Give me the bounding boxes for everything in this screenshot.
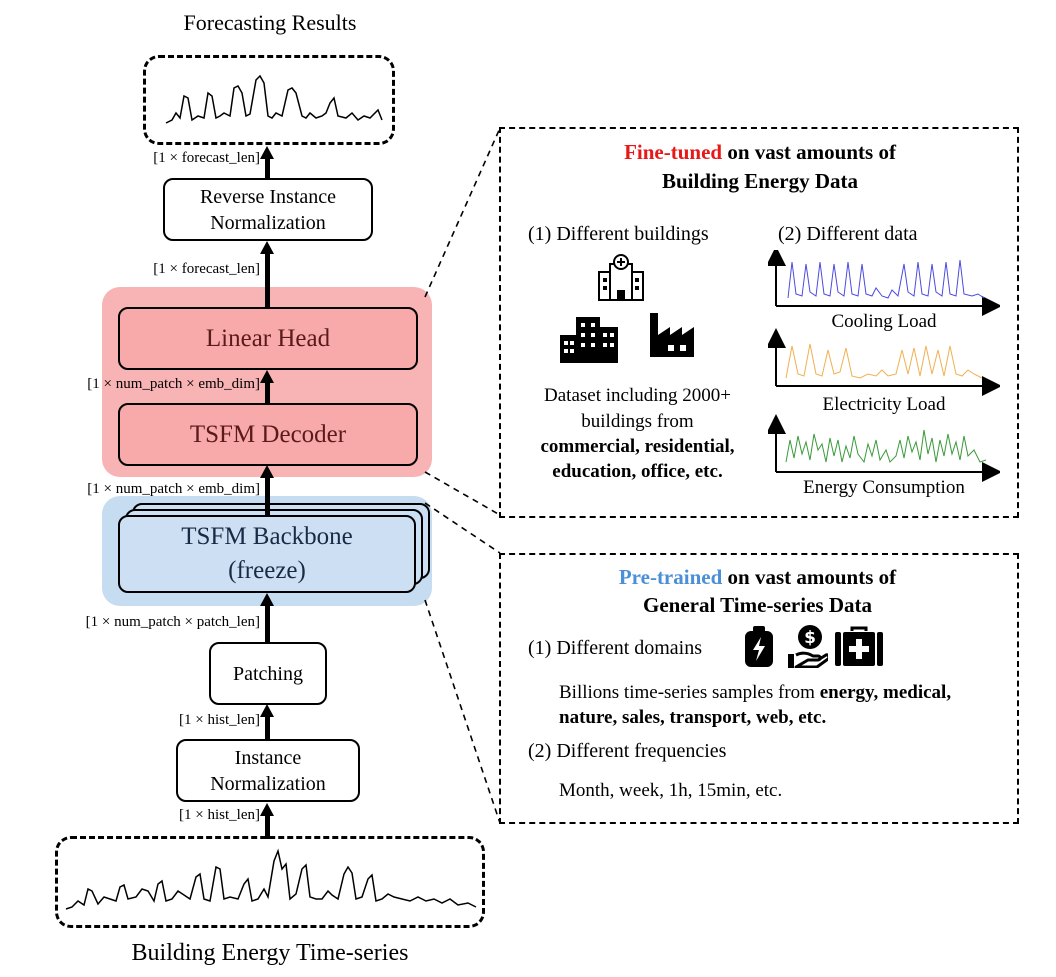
dim-forecast-mid: [1 × forecast_len] [153,261,260,277]
frequencies-heading: (2) Different frequencies [528,740,727,762]
forecast-series-box [143,55,395,145]
finetune-panel [499,127,1019,518]
dim-hist-upper: [1 × hist_len] [179,712,260,728]
dataset-line-4: education, office, etc. [552,461,723,482]
battery-icon [745,626,773,667]
dim-patch: [1 × num_patch × patch_len] [85,614,260,630]
arrow-to-patching [260,704,274,739]
decoder-box: TSFM Decoder [118,403,418,466]
dim-emb-upper: [1 × num_patch × emb_dim] [87,376,260,392]
pretrain-panel [499,553,1019,824]
hospital-icon [598,254,644,301]
dim-forecast-top: [1 × forecast_len] [153,150,260,166]
backbone-label: TSFM Backbone [181,523,353,550]
buildings-heading: (1) Different buildings [528,223,709,245]
backbone-freeze-label: (freeze) [228,557,306,584]
dim-hist-lower: [1 × hist_len] [179,807,260,823]
dataset-line-1: Dataset including 2000+ [544,385,731,406]
samples-bold-2: nature, sales, transport, web, etc. [559,707,827,728]
pretrain-title-highlight: Pre-trained [618,565,723,589]
input-series-line [65,848,477,910]
domains-heading: (1) Different domains [528,637,703,659]
energy-consumption-line [785,429,987,464]
reverse-norm-box: Reverse Instance Normalization [163,178,373,241]
samples-bold-1: energy, medical, [819,682,952,703]
forecast-series-line [165,74,383,124]
medical-kit-icon [835,626,883,666]
energy-consumption-label: Energy Consumption [803,477,965,498]
instance-norm-label-2: Normalization [210,772,326,795]
pretrain-title-line2: General Time-series Data [642,593,872,617]
cooling-load-label: Cooling Load [831,311,937,332]
data-heading: (2) Different data [778,223,918,245]
patching-box: Patching [209,642,327,705]
finetune-title-highlight: Fine-tuned [624,140,723,164]
mini-charts [768,250,1000,482]
samples-plain: Billions time-series samples from [559,682,820,703]
electricity-load-label: Electricity Load [822,394,946,415]
pretrain-title: Pre-trained on vast amounts of [500,565,1015,590]
pretrain-title-rest: on vast amounts of [722,565,897,589]
linear-head-box: Linear Head [118,307,418,370]
city-buildings-icon [560,317,618,363]
arrow-to-forecast [260,146,274,178]
building-energy-title: Building Energy Time-series [131,940,409,966]
money-hand-icon: $ [788,625,828,668]
electricity-load-line [785,343,983,379]
dim-emb-lower: [1 × num_patch × emb_dim] [87,481,260,497]
dataset-line-2: buildings from [581,411,694,432]
finetune-title-line2: Building Energy Data [661,169,859,193]
cooling-load-line [787,259,985,299]
instance-norm-box: Instance Normalization [176,739,360,802]
arrow-to-decoder [260,465,274,515]
arrow-to-reverse-norm [260,241,274,308]
backbone-box: TSFM Backbone (freeze) [118,515,416,593]
reverse-norm-label-1: Reverse Instance [199,185,337,208]
reverse-norm-label-2: Normalization [210,211,326,234]
samples-text: Billions time-series samples from energy… [559,680,951,730]
arrow-to-linear-head [260,370,274,403]
input-series-box [55,836,485,928]
factory-icon [650,313,694,357]
finetune-title: Fine-tuned on vast amounts of [510,140,1010,165]
arrow-to-instance-norm [260,803,274,839]
svg-text:$: $ [804,628,816,648]
dataset-line-3: commercial, residential, [540,436,735,457]
forecasting-results-title: Forecasting Results [183,10,357,35]
frequencies-text: Month, week, 1h, 15min, etc. [559,780,783,801]
instance-norm-label-1: Instance [234,746,302,769]
finetune-title-rest: on vast amounts of [722,140,896,164]
arrow-to-backbone [260,593,274,642]
